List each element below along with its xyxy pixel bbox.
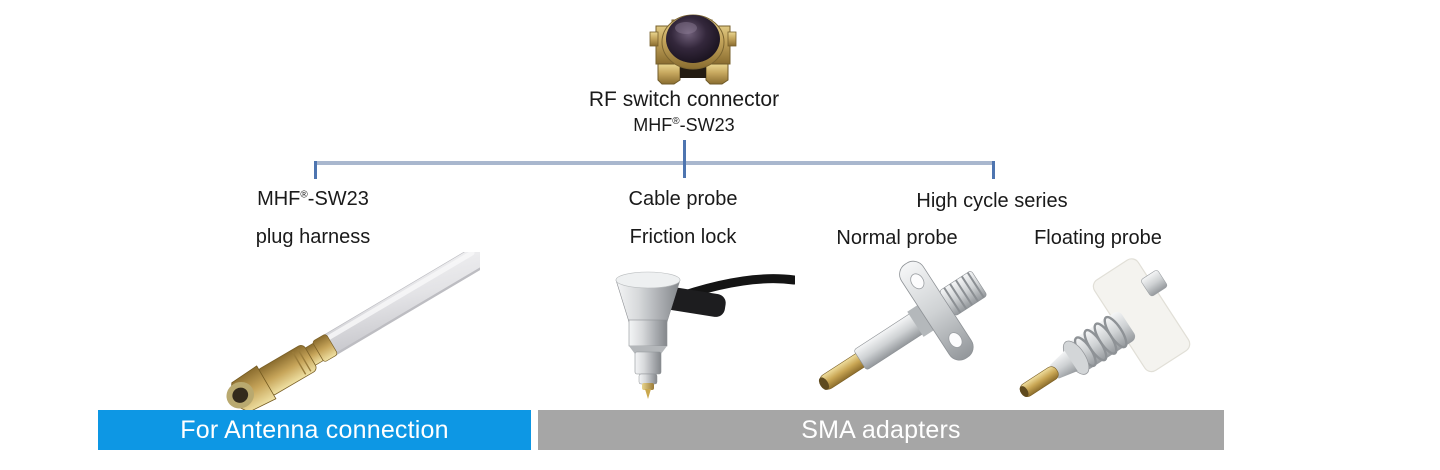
page-title: RF switch connector (588, 88, 780, 111)
plug-harness-title-post: -SW23 (307, 188, 369, 210)
branch-label-plug-harness: MHF®-SW23 plug harness (193, 188, 433, 248)
tree-drop-left (314, 161, 317, 179)
tree-stem-top (683, 140, 686, 163)
plug-harness-photo (195, 252, 480, 412)
floating-probe-label: Floating probe (1034, 227, 1162, 249)
branch-label-high-cycle: High cycle series (872, 190, 1112, 212)
cable-probe-photo (550, 258, 795, 408)
plug-harness-title-pre: MHF (257, 188, 301, 210)
antenna-banner-label: For Antenna connection (180, 415, 449, 444)
cable-probe-subtitle: Friction lock (629, 226, 737, 248)
rf-switch-connector-photo (646, 6, 740, 88)
sma-banner-label: SMA adapters (801, 415, 961, 444)
tree-drop-middle (683, 161, 686, 178)
tree-drop-right (992, 161, 995, 179)
registered-mark: ® (300, 189, 308, 201)
registered-mark: ® (672, 116, 680, 127)
header-model-post: -SW23 (679, 115, 735, 135)
normal-probe-label: Normal probe (836, 227, 958, 249)
plug-harness-subtitle: plug harness (255, 226, 371, 248)
tree-horizontal-bar (314, 161, 994, 165)
high-cycle-title: High cycle series (916, 190, 1068, 212)
sma-banner: SMA adapters (538, 410, 1224, 450)
header-model-pre: MHF (633, 115, 673, 135)
header-model: MHF®-SW23 (534, 114, 834, 136)
floating-probe-photo (1008, 255, 1212, 412)
normal-probe-photo (800, 255, 1005, 412)
plug-harness-title: MHF®-SW23 (193, 188, 433, 210)
branch-label-cable-probe: Cable probe Friction lock (563, 188, 803, 248)
antenna-banner: For Antenna connection (98, 410, 531, 450)
cable-probe-title: Cable probe (628, 188, 738, 210)
